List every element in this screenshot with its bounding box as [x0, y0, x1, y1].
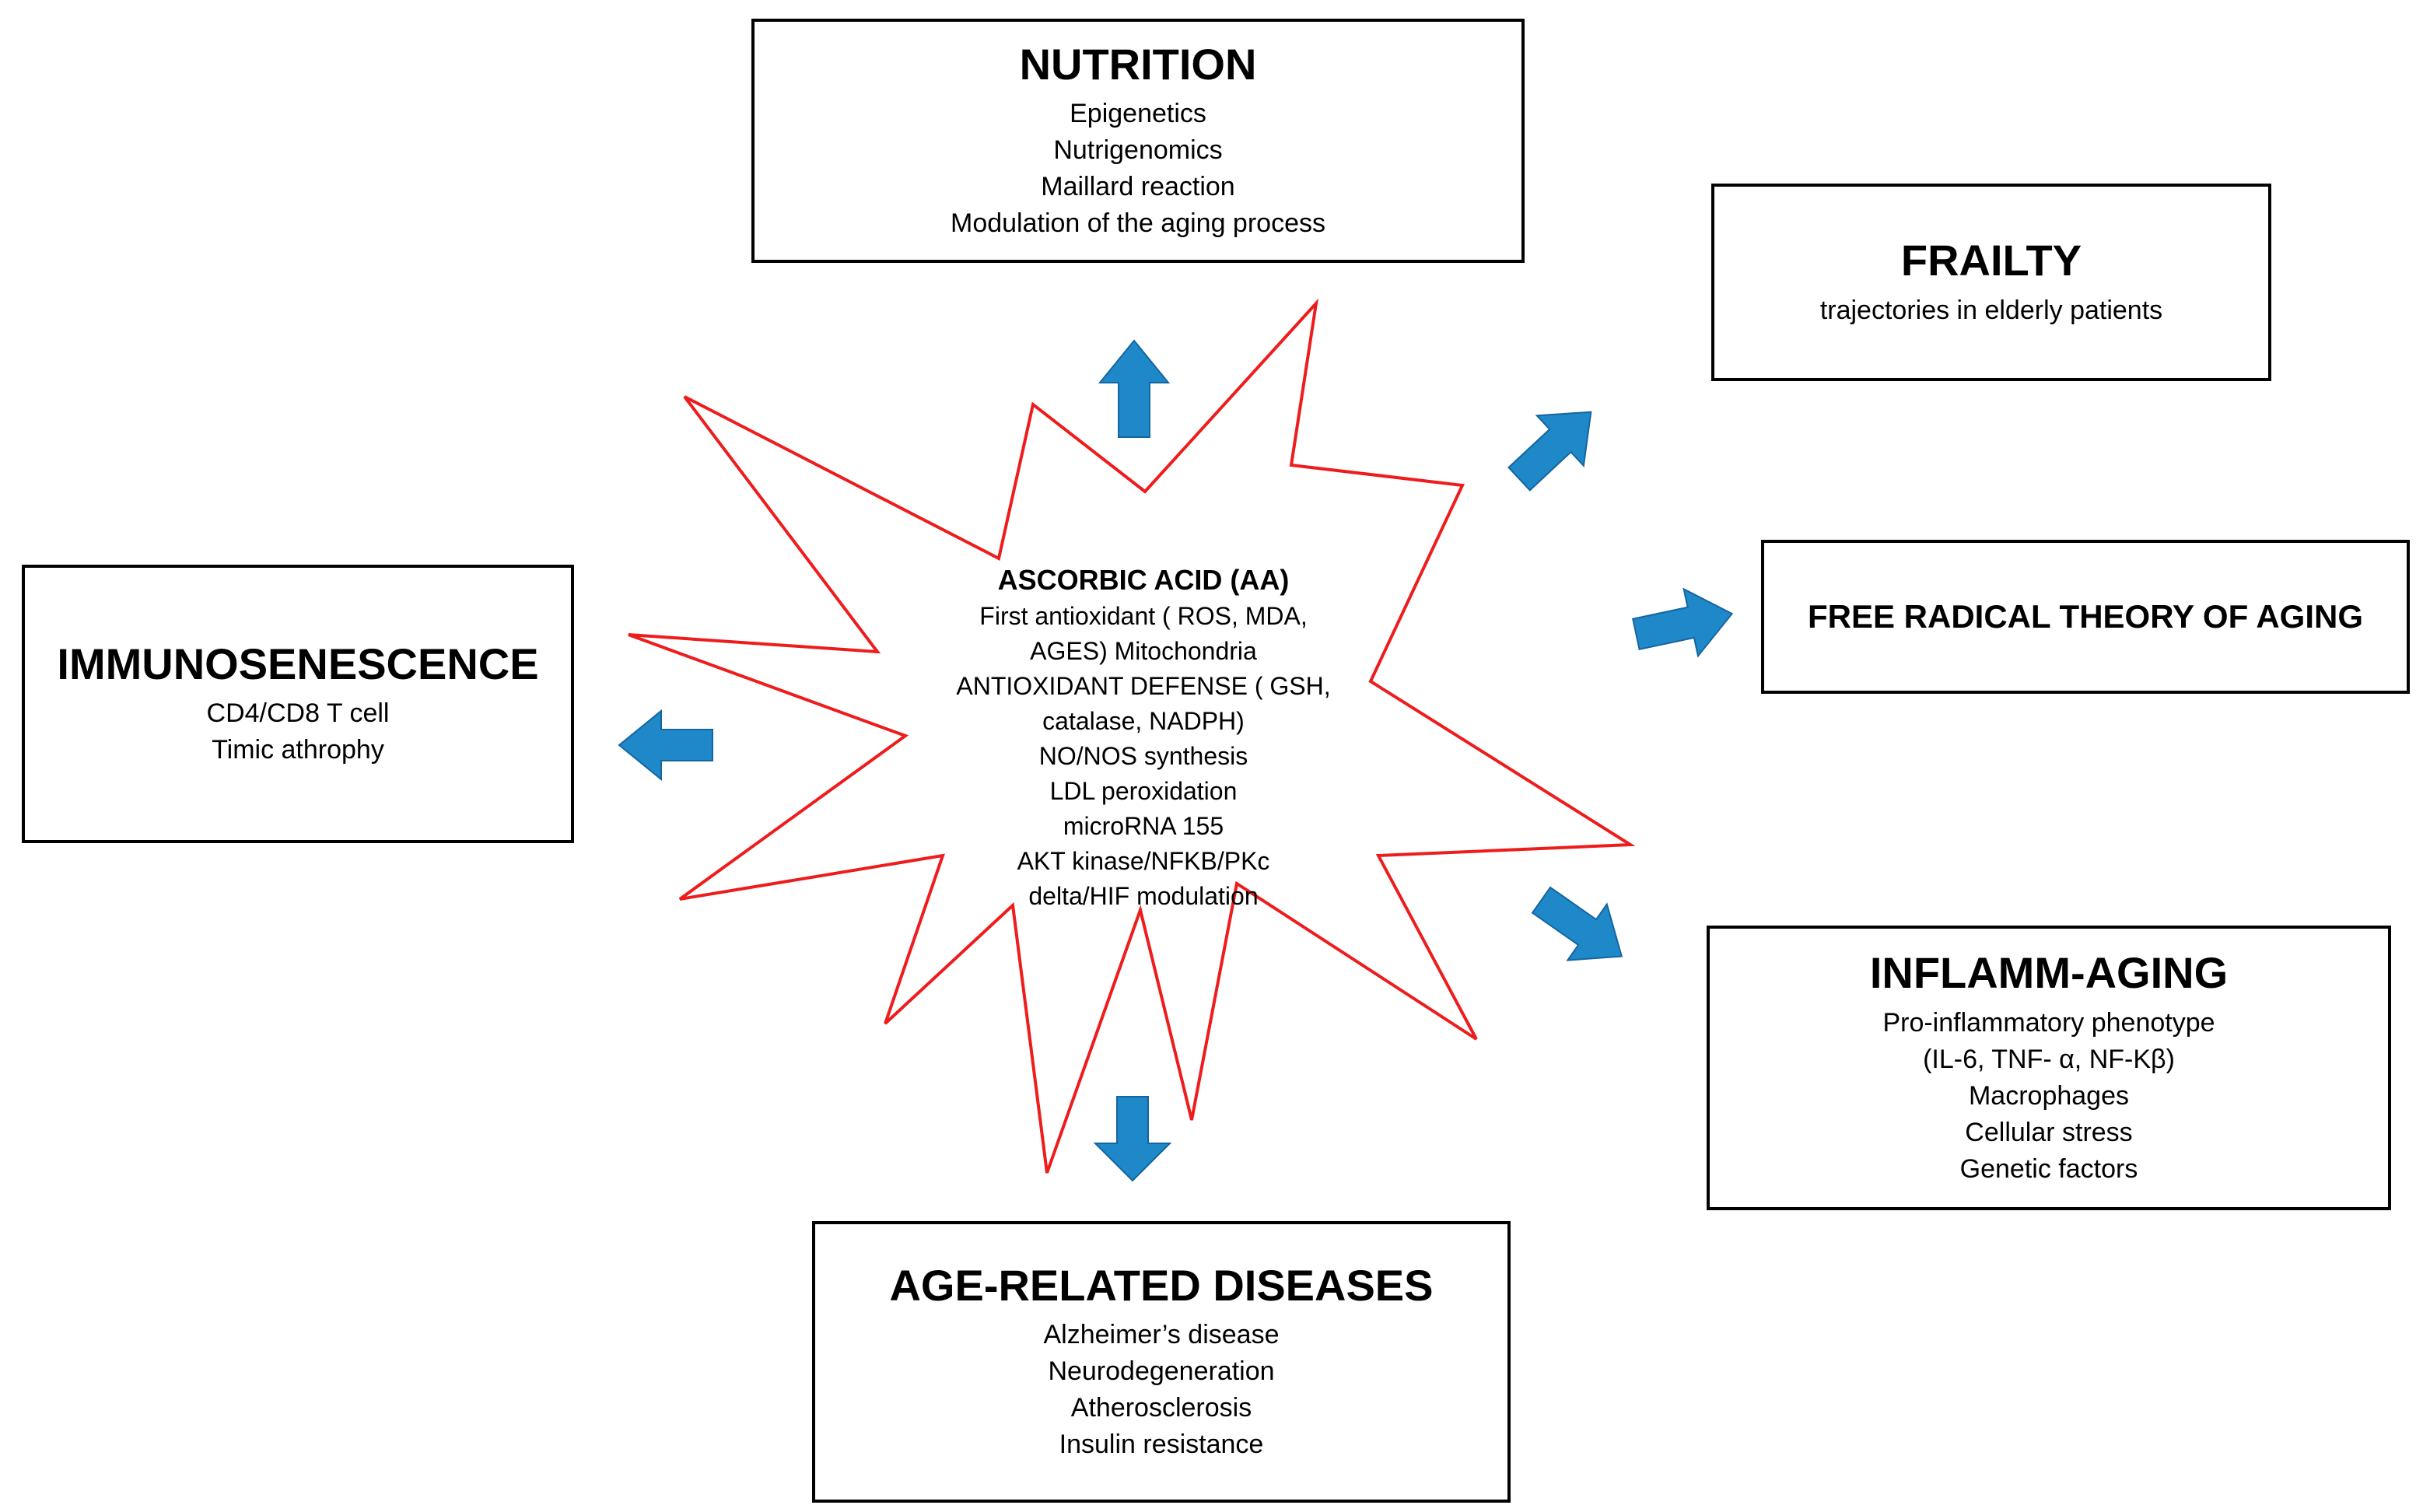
center-line: delta/HIF modulation [1028, 882, 1259, 910]
ascorbic-acid-title: ASCORBIC ACID (AA) [997, 564, 1290, 596]
center-line: AKT kinase/NFKB/PKc [1017, 847, 1270, 875]
immunosenescence-line: CD4/CD8 T cell [206, 698, 390, 729]
inflamm-aging-line: Pro-inflammatory phenotype [1882, 1007, 2215, 1038]
center-line: microRNA 155 [1063, 812, 1224, 840]
center-line: First antioxidant ( ROS, MDA, [979, 602, 1308, 630]
arrow-left-to-immunosenescence [618, 709, 713, 782]
frailty-line: trajectories in elderly patients [1819, 295, 2163, 325]
center-line: NO/NOS synthesis [1038, 742, 1248, 770]
nutrition-line: Modulation of the aging process [951, 208, 1325, 239]
center-line: LDL peroxidation [1049, 777, 1238, 805]
starburst-shape [628, 298, 1636, 1174]
age-related-diseases-line: Alzheimer’s disease [1043, 1320, 1280, 1350]
center-line: ANTIOXIDANT DEFENSE ( GSH, [956, 672, 1331, 700]
inflamm-aging-box: INFLAMM-AGING Pro-inflammatory phenotype… [1707, 926, 2391, 1210]
center-line: AGES) Mitochondria [1030, 637, 1257, 665]
free-radical-theory-title: FREE RADICAL THEORY OF AGING [1807, 597, 2364, 635]
inflamm-aging-line: Macrophages [1968, 1080, 2129, 1111]
frailty-title: FRAILTY [1900, 236, 2082, 285]
age-related-diseases-line: Insulin resistance [1059, 1430, 1264, 1460]
immunosenescence-line: Timic athrophy [212, 735, 384, 765]
nutrition-line: Epigenetics [1070, 99, 1206, 129]
immunosenescence-box: IMMUNOSENESCENCE CD4/CD8 T cell Timic at… [22, 565, 574, 843]
arrow-to-free-radical-theory [1632, 587, 1734, 658]
ascorbic-acid-center-text: ASCORBIC ACID (AA) First antioxidant ( R… [918, 562, 1369, 914]
arrow-to-frailty [1507, 411, 1592, 492]
free-radical-theory-box: FREE RADICAL THEORY OF AGING [1761, 540, 2410, 694]
inflamm-aging-line: Cellular stress [1965, 1117, 2133, 1147]
age-related-diseases-title: AGE-RELATED DISEASES [889, 1260, 1434, 1310]
nutrition-box: NUTRITION Epigenetics Nutrigenomics Mail… [751, 19, 1525, 263]
inflamm-aging-line: (IL-6, TNF- α, NF-Kβ) [1923, 1044, 2175, 1074]
nutrition-line: Nutrigenomics [1053, 135, 1223, 166]
nutrition-title: NUTRITION [1019, 39, 1257, 89]
frailty-box: FRAILTY trajectories in elderly patients [1711, 184, 2271, 381]
age-related-diseases-line: Atherosclerosis [1070, 1393, 1252, 1423]
nutrition-line: Maillard reaction [1041, 172, 1235, 202]
arrow-down-to-age-related-diseases [1093, 1096, 1172, 1182]
arrow-to-inflamm-aging [1531, 886, 1623, 961]
inflamm-aging-title: INFLAMM-AGING [1869, 948, 2229, 998]
arrow-up-to-nutrition [1098, 339, 1171, 438]
age-related-diseases-line: Neurodegeneration [1048, 1356, 1275, 1387]
center-line: catalase, NADPH) [1042, 707, 1245, 735]
inflamm-aging-line: Genetic factors [1959, 1153, 2138, 1184]
immunosenescence-title: IMMUNOSENESCENCE [57, 639, 539, 688]
age-related-diseases-box: AGE-RELATED DISEASES Alzheimer’s disease… [812, 1221, 1511, 1503]
